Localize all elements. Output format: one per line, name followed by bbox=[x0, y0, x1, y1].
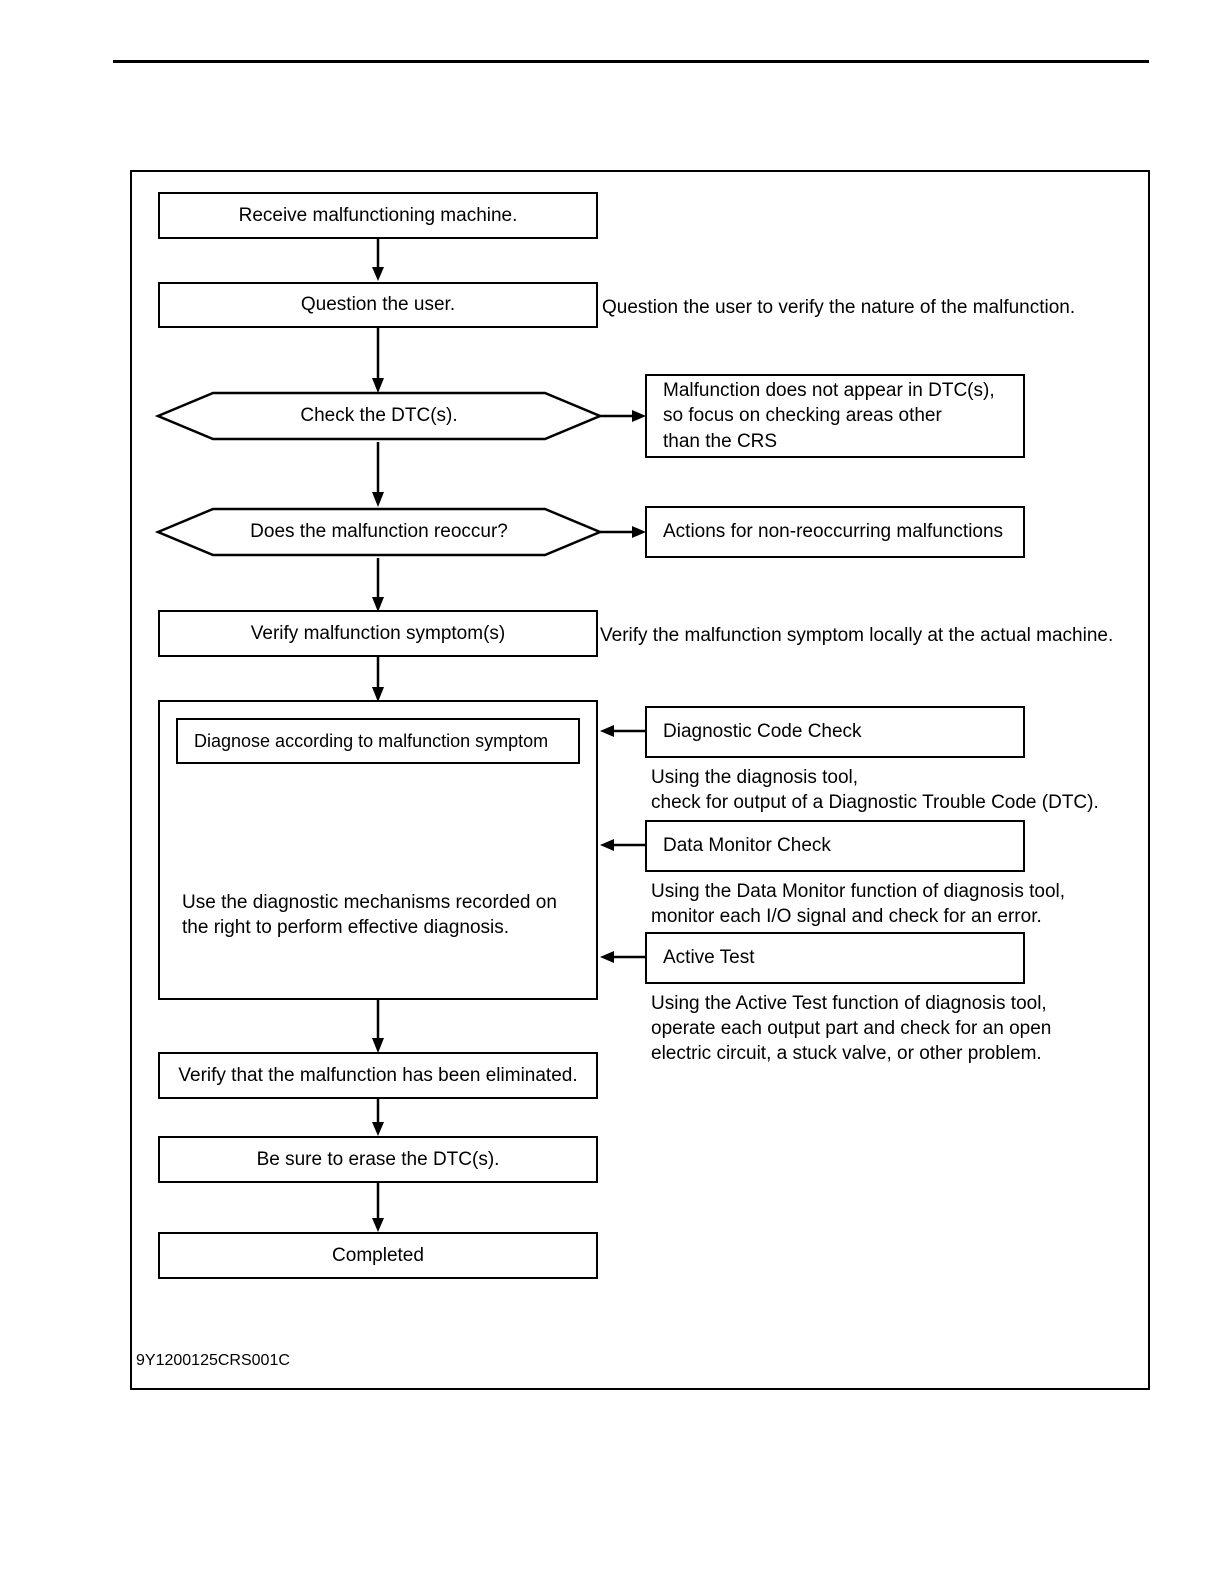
flow-node-completed-label: Completed bbox=[332, 1244, 424, 1266]
side-box-non-reoccurring: Actions for non-reoccurring malfunctions bbox=[645, 506, 1025, 558]
flow-node-verify-eliminated: Verify that the malfunction has been eli… bbox=[158, 1052, 598, 1099]
annotation-diagnostic-code-check: Using the diagnosis tool, check for outp… bbox=[651, 767, 1099, 814]
connector-activetest-to-container bbox=[598, 948, 648, 968]
side-box-data-monitor-check: Data Monitor Check bbox=[645, 820, 1025, 872]
flow-node-erase-dtc: Be sure to erase the DTC(s). bbox=[158, 1136, 598, 1183]
side-box-non-reoccurring-label: Actions for non-reoccurring malfunctions bbox=[663, 521, 1004, 543]
flow-node-diagnose-inner-label: Diagnose according to malfunction sympto… bbox=[194, 730, 549, 751]
side-box-active-test: Active Test bbox=[645, 932, 1025, 984]
flow-node-check-dtc-label: Check the DTC(s). bbox=[300, 405, 458, 426]
flow-node-receive-label: Receive malfunctioning machine. bbox=[238, 204, 518, 226]
flow-node-receive: Receive malfunctioning machine. bbox=[158, 192, 598, 239]
flow-node-completed: Completed bbox=[158, 1232, 598, 1279]
diagram-frame bbox=[130, 170, 1150, 1390]
annotation-verify-symptom: Verify the malfunction symptom locally a… bbox=[600, 625, 1114, 646]
flow-node-reoccur: Does the malfunction reoccur? bbox=[155, 506, 603, 558]
flow-node-verify-symptom-label: Verify malfunction symptom(s) bbox=[250, 622, 506, 644]
connector-datamonitor-to-container bbox=[598, 836, 648, 856]
flow-node-reoccur-label: Does the malfunction reoccur? bbox=[250, 521, 508, 542]
connector-reoccur-to-actionsbox bbox=[600, 523, 648, 543]
annotation-question-user: Question the user to verify the nature o… bbox=[602, 297, 1076, 318]
page-header-rule bbox=[113, 60, 1149, 63]
side-box-data-monitor-check-label: Data Monitor Check bbox=[663, 835, 831, 857]
connector-diagnosis-to-verify-eliminated bbox=[368, 1000, 388, 1054]
flow-node-question-user: Question the user. bbox=[158, 282, 598, 328]
flow-node-verify-eliminated-label: Verify that the malfunction has been eli… bbox=[178, 1064, 578, 1086]
connector-verifyeliminated-to-erase bbox=[368, 1099, 388, 1137]
connector-reoccur-to-verify-symptom bbox=[368, 558, 388, 613]
side-box-diagnostic-code-check-label: Diagnostic Code Check bbox=[663, 721, 862, 743]
flow-node-diagnose-inner: Diagnose according to malfunction sympto… bbox=[176, 718, 580, 764]
flow-node-check-dtc: Check the DTC(s). bbox=[155, 390, 603, 442]
side-box-dtc-not-appear-label: Malfunction does not appear in DTC(s), s… bbox=[663, 379, 995, 452]
figure-code: 9Y1200125CRS001C bbox=[136, 1352, 290, 1369]
flow-node-verify-symptom: Verify malfunction symptom(s) bbox=[158, 610, 598, 657]
connector-verifysymptom-to-diagnose bbox=[368, 657, 388, 703]
flow-node-erase-dtc-label: Be sure to erase the DTC(s). bbox=[256, 1148, 500, 1170]
annotation-active-test: Using the Active Test function of diagno… bbox=[651, 993, 1052, 1065]
side-box-dtc-not-appear: Malfunction does not appear in DTC(s), s… bbox=[645, 374, 1025, 458]
connector-checkdtc-to-reoccur bbox=[368, 442, 388, 508]
connector-checkdtc-to-dtcbox bbox=[600, 407, 648, 427]
side-box-active-test-label: Active Test bbox=[663, 947, 755, 969]
flow-node-question-user-label: Question the user. bbox=[300, 294, 456, 316]
connector-erase-to-completed bbox=[368, 1183, 388, 1233]
connector-question-to-checkdtc bbox=[368, 328, 388, 394]
connector-receive-to-question bbox=[368, 239, 388, 282]
flow-node-diagnose-note: Use the diagnostic mechanisms recorded o… bbox=[182, 892, 557, 939]
side-box-diagnostic-code-check: Diagnostic Code Check bbox=[645, 706, 1025, 758]
annotation-data-monitor-check: Using the Data Monitor function of diagn… bbox=[651, 881, 1066, 928]
connector-diagcodecheck-to-container bbox=[598, 722, 648, 742]
